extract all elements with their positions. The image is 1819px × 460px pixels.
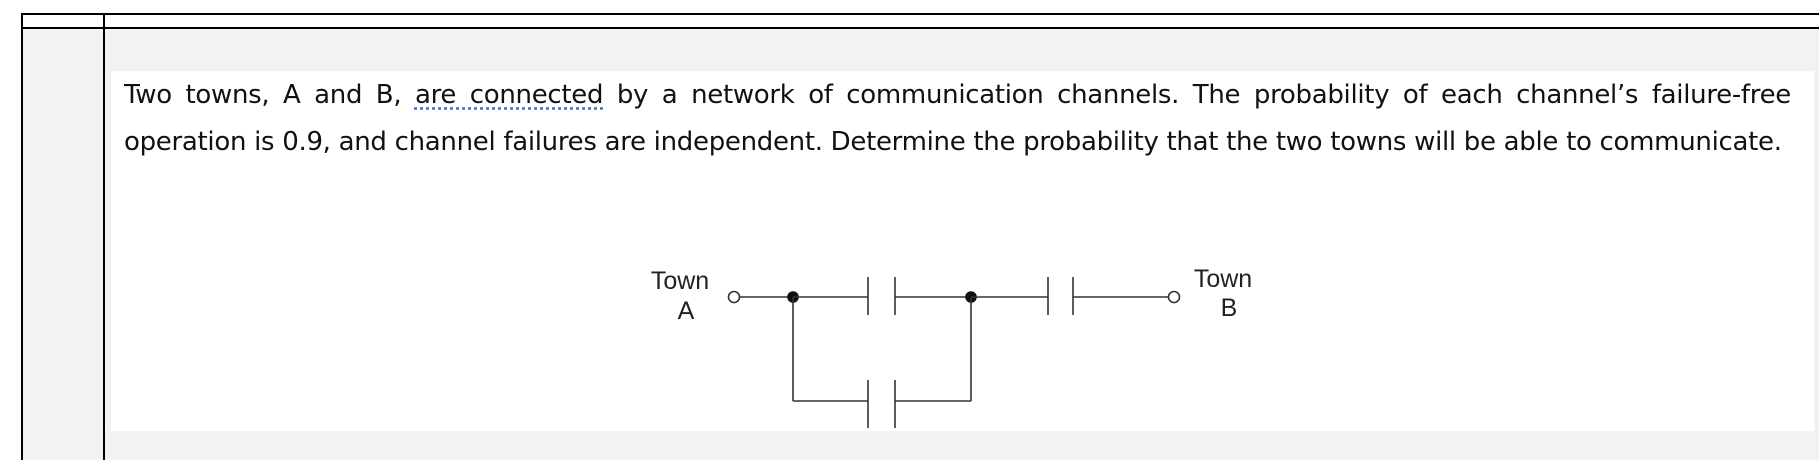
question-text[interactable]: Two towns, A and B, are connected by a n… bbox=[124, 72, 1791, 166]
question-text-part1: Two towns, A and B, bbox=[124, 80, 415, 110]
table-top-border bbox=[21, 13, 1819, 15]
channel-network-diagram: Town A Town B bbox=[651, 265, 1252, 428]
terminal-a bbox=[727, 290, 741, 304]
left-column-cell bbox=[23, 29, 103, 460]
question-text-part2: by a network of communication channels. … bbox=[124, 80, 1791, 157]
table-header-border bbox=[21, 27, 1819, 29]
terminal-b bbox=[1167, 290, 1181, 304]
town-a-label-line1: Town bbox=[651, 267, 709, 295]
town-b-label-line1: Town bbox=[1194, 265, 1252, 293]
table-left-border bbox=[21, 13, 23, 460]
question-box bbox=[111, 71, 1814, 431]
town-a-label-line2: A bbox=[678, 297, 695, 325]
town-b-label-line2: B bbox=[1221, 294, 1238, 322]
flagged-phrase[interactable]: are connected bbox=[414, 80, 604, 110]
table-column-separator bbox=[103, 13, 105, 460]
